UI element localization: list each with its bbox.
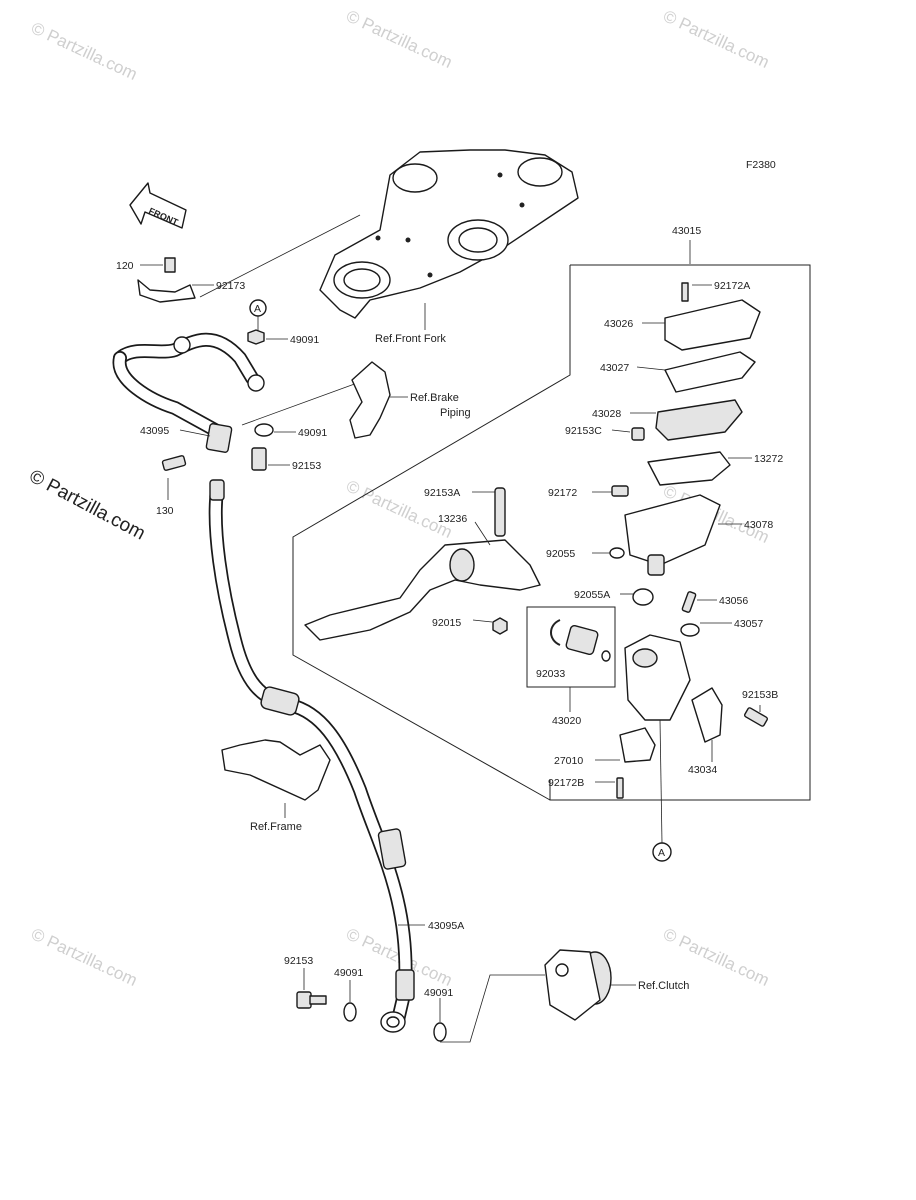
label-92153b: 92153B <box>742 689 778 701</box>
label-92153-b: 92153 <box>284 955 313 967</box>
screw-92172a-icon <box>681 282 689 302</box>
label-49091-d: 49091 <box>424 987 453 999</box>
label-92015: 92015 <box>432 617 461 629</box>
front-arrow-icon: FRONT <box>129 182 187 229</box>
brake-hose-upper <box>112 279 265 453</box>
callout-a-top-label: A <box>254 303 261 315</box>
diaphragm-plate-icon <box>664 351 756 393</box>
watermark-top-center: © Partzilla.com <box>343 6 455 72</box>
label-43095a: 43095A <box>428 920 464 932</box>
watermark-top-left: © Partzilla.com <box>28 18 140 84</box>
diagram-code: F2380 <box>746 159 776 171</box>
label-49091-b: 49091 <box>298 427 327 439</box>
frame-bracket <box>221 739 331 801</box>
washer-49091-bottom-icon <box>343 1002 357 1022</box>
diaphragm-icon <box>655 399 743 441</box>
label-43078: 43078 <box>744 519 773 531</box>
brake-piping-bracket <box>349 361 391 439</box>
label-43057: 43057 <box>734 618 763 630</box>
bolt-130-icon <box>161 455 187 471</box>
reservoir-cap-icon <box>664 299 761 351</box>
callout-a-bottom-label: A <box>658 847 665 859</box>
label-92153-a: 92153 <box>292 460 321 472</box>
ref-front-fork: Ref.Front Fork <box>375 333 446 345</box>
watermark-bottom-left: © Partzilla.com <box>28 924 140 990</box>
label-43034: 43034 <box>688 764 717 776</box>
washer-49091-icon <box>247 329 265 345</box>
gasket-13272-icon <box>647 451 731 486</box>
label-49091-a: 49091 <box>290 334 319 346</box>
bolt-92153-bottom-icon <box>296 991 312 1009</box>
ref-brake-piping-2: Piping <box>440 407 471 419</box>
clutch-lever-icon <box>304 487 541 641</box>
label-92172: 92172 <box>548 487 577 499</box>
oring-92055-icon <box>609 547 625 559</box>
piston-kit-icon <box>550 619 611 662</box>
label-43028: 43028 <box>592 408 621 420</box>
label-43026: 43026 <box>604 318 633 330</box>
bolt-120-icon <box>164 257 176 273</box>
label-13272: 13272 <box>754 453 783 465</box>
screw-92153c-icon <box>631 427 645 441</box>
assembly-box-43015 <box>549 264 811 801</box>
washer-49091-icon-2 <box>254 423 274 437</box>
label-92172a: 92172A <box>714 280 750 292</box>
label-49091-c: 49091 <box>334 967 363 979</box>
label-92055a: 92055A <box>574 589 610 601</box>
clutch-slave-cylinder <box>544 949 612 1021</box>
callout-a-bottom <box>652 842 672 862</box>
label-92055: 92055 <box>546 548 575 560</box>
label-92173: 92173 <box>216 280 245 292</box>
ref-brake-piping-1: Ref.Brake <box>410 392 459 404</box>
label-92153c: 92153C <box>565 425 602 437</box>
label-92033: 92033 <box>536 668 565 680</box>
bolt-92153-icon <box>251 447 267 471</box>
label-43056: 43056 <box>719 595 748 607</box>
label-130: 130 <box>156 505 174 517</box>
ref-frame: Ref.Frame <box>250 821 302 833</box>
watermark-top-right: © Partzilla.com <box>660 6 772 72</box>
label-43095: 43095 <box>140 425 169 437</box>
ref-clutch: Ref.Clutch <box>638 980 689 992</box>
label-92172b: 92172B <box>548 777 584 789</box>
kit-box-43020 <box>526 606 616 688</box>
part-number-labels: 43015 92172A 43026 43027 43028 92153C 13… <box>116 225 783 999</box>
label-92153a: 92153A <box>424 487 460 499</box>
clutch-hose-43095a <box>208 479 415 1033</box>
label-43020: 43020 <box>552 715 581 727</box>
reservoir-body-43078-icon <box>624 494 721 566</box>
label-43015: 43015 <box>672 225 701 237</box>
label-27010: 27010 <box>554 755 583 767</box>
upper-triple-clamp <box>319 149 579 319</box>
label-13236: 13236 <box>438 513 467 525</box>
label-120: 120 <box>116 260 134 272</box>
bolt-92153-bottom-shank-icon <box>309 995 327 1005</box>
washer-49091-bottom-2-icon <box>433 1022 447 1042</box>
screw-92172-icon <box>611 485 629 497</box>
master-cylinder-body-icon <box>616 588 768 799</box>
reservoir-outlet-icon <box>647 554 665 576</box>
label-43027: 43027 <box>600 362 629 374</box>
side-watermark: © Partzilla.com <box>26 466 149 545</box>
